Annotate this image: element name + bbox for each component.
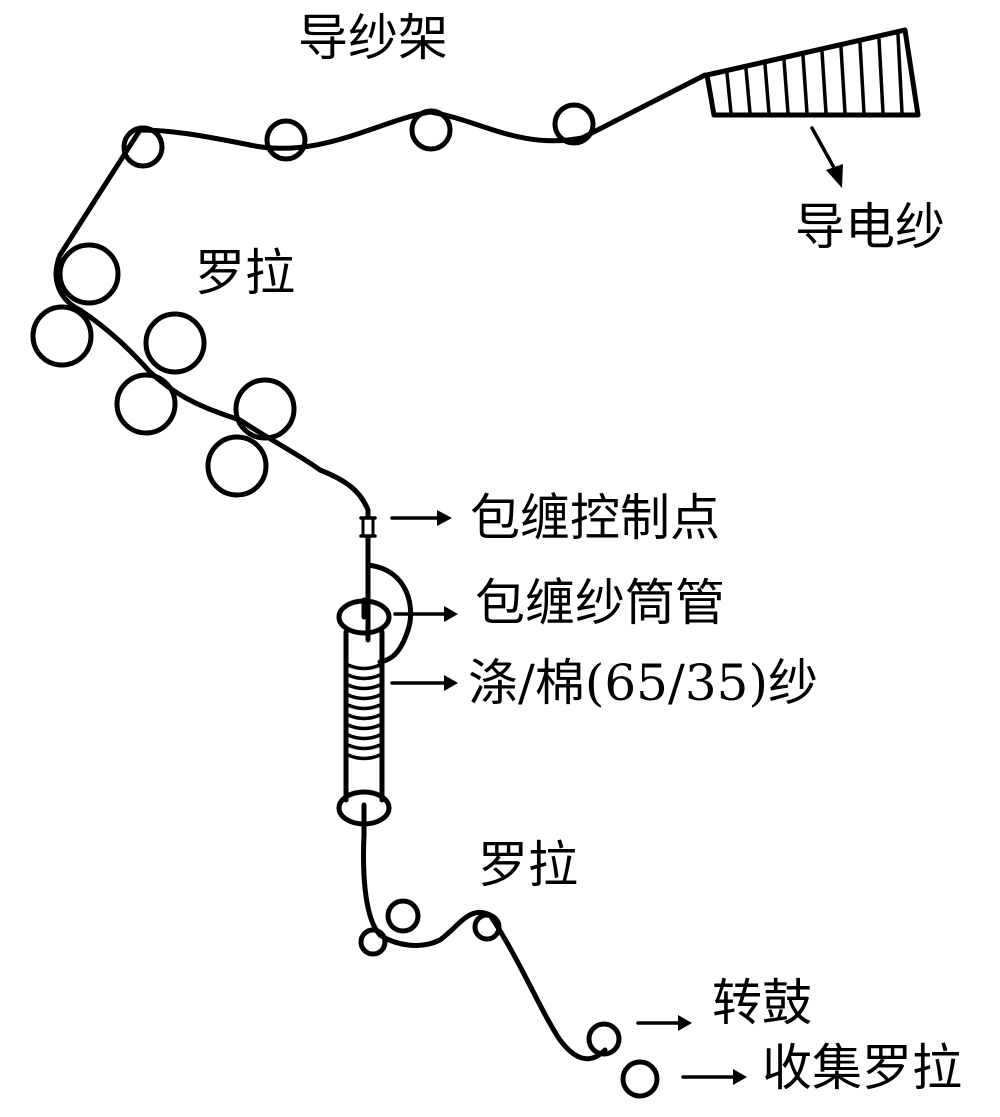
yarn-winding — [346, 673, 382, 681]
hatch-line — [782, 58, 790, 115]
yarn-winding — [346, 703, 382, 711]
yarn-path — [53, 72, 708, 643]
label-creel: 导纱架 — [298, 9, 448, 67]
arrowhead-icon — [733, 1069, 747, 1085]
roller-top-5 — [233, 377, 297, 441]
yarn-winding — [346, 663, 382, 671]
label-rollers-bottom: 罗拉 — [478, 836, 578, 894]
label-wrap-control-point: 包缠控制点 — [470, 489, 720, 547]
hatch-line — [725, 71, 733, 115]
hatch-line — [820, 50, 828, 115]
roller-top-1 — [57, 242, 121, 306]
roller-top-6 — [205, 434, 269, 498]
yarn-path-bottom — [361, 832, 608, 1062]
yarn-winding — [346, 693, 382, 701]
hatch-line — [896, 32, 904, 115]
label-collect-roller: 收集罗拉 — [762, 1039, 962, 1097]
arrowhead-icon — [437, 510, 452, 526]
arrowhead-icon — [444, 606, 458, 622]
roller-bottom-2 — [358, 927, 388, 957]
hatch-line — [801, 54, 809, 115]
conductive-yarn-arrow — [810, 126, 840, 177]
wrap-control-point-device — [359, 516, 377, 538]
yarn-winding — [346, 753, 382, 761]
hatch-line — [744, 67, 752, 115]
creel-guide-2 — [264, 118, 308, 162]
drum — [586, 1021, 622, 1057]
creel-guide-3 — [409, 108, 453, 152]
hatch-line — [839, 45, 847, 115]
arrowhead-icon — [826, 164, 843, 188]
label-conductive-yarn: 导电纱 — [795, 198, 945, 256]
creel-guide-4 — [552, 102, 596, 146]
label-wrap-bobbin: 包缠纱筒管 — [475, 574, 725, 632]
yarn-winding — [346, 683, 382, 691]
hatch-line — [858, 41, 866, 115]
arrowhead-icon — [678, 1015, 692, 1031]
yarn-winding — [346, 723, 382, 731]
label-pc-yarn: 涤/棉(65/35)纱 — [468, 654, 818, 712]
hatch-line — [763, 63, 771, 115]
roller-top-4 — [114, 372, 178, 436]
roller-bottom-3 — [472, 912, 502, 942]
creel-guide-1 — [121, 125, 165, 169]
label-rollers-top: 罗拉 — [195, 244, 295, 302]
yarn-winding — [346, 713, 382, 721]
yarn-winding — [346, 733, 382, 741]
conductive-yarn-package — [704, 27, 921, 118]
roller-top-2 — [30, 304, 94, 368]
wrap-yarn-bobbin — [336, 562, 414, 838]
label-drum: 转鼓 — [712, 974, 812, 1032]
yarn-winding — [346, 743, 382, 751]
collect-roller — [620, 1059, 660, 1099]
roller-bottom-1 — [385, 898, 421, 934]
hatch-line — [877, 37, 885, 115]
arrowhead-icon — [444, 675, 458, 691]
roller-top-3 — [143, 311, 207, 375]
